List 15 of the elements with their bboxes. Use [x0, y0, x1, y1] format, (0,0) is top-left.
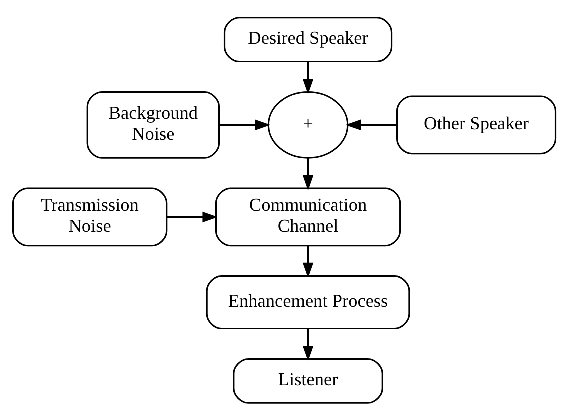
arrow: [302, 246, 314, 278]
arrow: [346, 119, 398, 130]
node-box: Listener: [233, 358, 384, 404]
node-ellipse: +: [268, 90, 349, 158]
node-box: Desired Speaker: [224, 16, 393, 62]
node-box: Communication Channel: [215, 187, 402, 246]
node-box: Enhancement Process: [206, 275, 410, 330]
arrow: [167, 211, 218, 222]
arrow: [219, 119, 271, 130]
node-box: Other Speaker: [396, 95, 557, 154]
arrow: [302, 328, 314, 361]
arrow: [302, 158, 314, 190]
node-box: Background Noise: [86, 90, 220, 158]
node-box: Transmission Noise: [12, 187, 168, 246]
arrow: [302, 61, 314, 94]
